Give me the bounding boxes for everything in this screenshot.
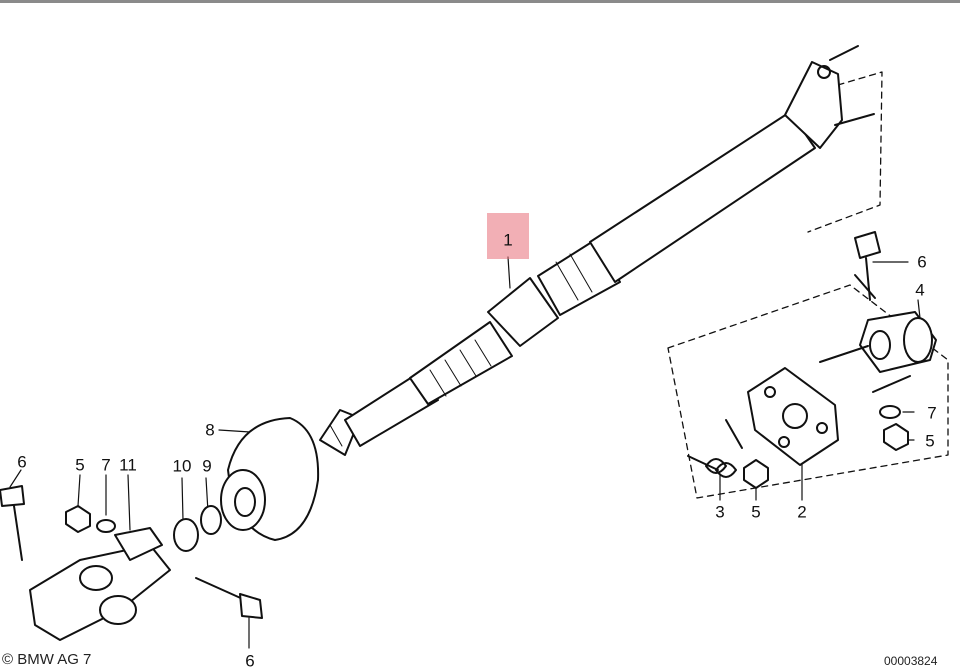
document-number: 00003824: [884, 654, 938, 668]
callout-1[interactable]: 1: [503, 230, 513, 250]
flex-disc: [747, 367, 839, 466]
steering-shaft: [319, 61, 843, 456]
callout-6-top[interactable]: 6: [917, 252, 927, 272]
callout-5-right[interactable]: 5: [925, 431, 935, 451]
spring-clip: [687, 419, 743, 478]
callout-2[interactable]: 2: [797, 502, 807, 522]
rings: [173, 505, 222, 552]
small-nut: [743, 459, 769, 489]
right-washer-nut: [879, 405, 909, 451]
callout-5-left[interactable]: 5: [75, 455, 85, 475]
rubber-boot: [220, 417, 320, 541]
left-nut-washer: [65, 505, 116, 533]
callout-7-left[interactable]: 7: [101, 455, 111, 475]
left-bolt: [0, 485, 25, 561]
bottom-bolt: [195, 577, 263, 619]
callout-8[interactable]: 8: [205, 420, 215, 440]
callout-6-bottom[interactable]: 6: [245, 651, 255, 671]
flange-joint: [859, 311, 937, 373]
callout-10[interactable]: 10: [172, 456, 192, 476]
flange-studs: [819, 274, 911, 393]
callout-4[interactable]: 4: [915, 280, 925, 300]
callout-6-left[interactable]: 6: [17, 452, 27, 472]
top-bolt: [854, 231, 881, 301]
universal-joint: [29, 527, 171, 641]
callout-9[interactable]: 9: [202, 456, 212, 476]
dashed-assembly-outline: [667, 71, 949, 499]
callout-3[interactable]: 3: [715, 502, 725, 522]
yoke-studs: [817, 45, 875, 126]
callout-7-right[interactable]: 7: [927, 403, 937, 423]
callout-5-small[interactable]: 5: [751, 502, 761, 522]
callout-11[interactable]: 11: [119, 455, 137, 475]
shaft-splines: [329, 253, 593, 447]
highlight-box: [487, 213, 529, 259]
copyright-text: © BMW AG 7: [2, 651, 92, 668]
